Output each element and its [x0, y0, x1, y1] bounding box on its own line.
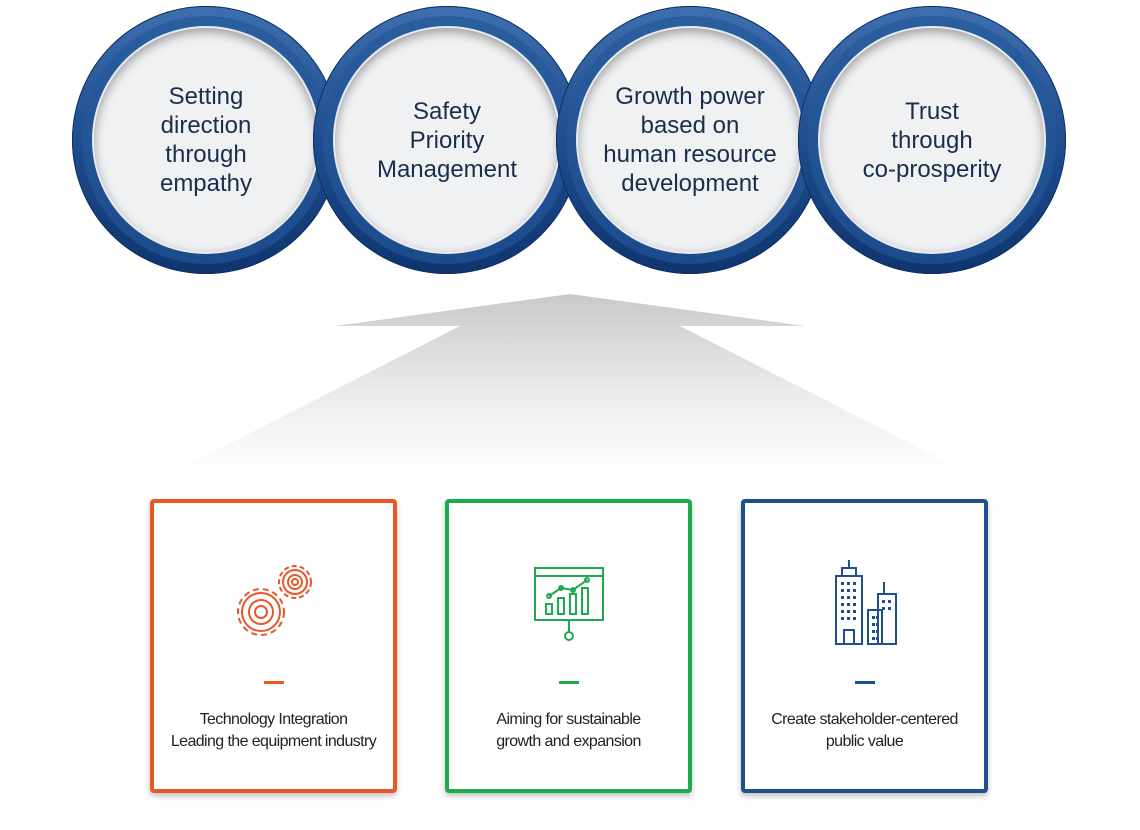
buildings-icon: [834, 560, 897, 645]
card-technology: Technology Integration Leading the equip…: [150, 499, 397, 793]
card-text: Aiming for sustainable growth and expans…: [496, 711, 641, 750]
growth-chart-icon: [533, 567, 604, 641]
value-label: Trust through co-prosperity: [862, 97, 1002, 183]
value-circle-trust: Trust through co-prosperity: [798, 6, 1066, 274]
divider-dash: [558, 681, 579, 684]
value-circle-safety: Safety Priority Management: [313, 6, 581, 274]
card-text: Technology Integration Leading the equip…: [170, 711, 377, 750]
value-circle-growth: Growth power based on human resource dev…: [556, 6, 824, 274]
value-label: Setting direction through empathy: [159, 83, 253, 197]
card-text: Create stakeholder-centered public value: [771, 711, 958, 750]
value-label: Safety Priority Management: [376, 97, 518, 183]
card-growth: Aiming for sustainable growth and expans…: [445, 499, 692, 793]
divider-dash: [854, 681, 875, 684]
core-values-row: Setting direction through empathy Safety…: [0, 0, 1140, 290]
value-circle-empathy: Setting direction through empathy: [72, 6, 340, 274]
card-public-value: Create stakeholder-centered public value: [741, 499, 988, 793]
spotlight-beam: [170, 294, 970, 474]
gears-icon: [236, 565, 312, 636]
divider-dash: [263, 681, 284, 684]
value-label: Growth power based on human resource dev…: [603, 83, 777, 197]
